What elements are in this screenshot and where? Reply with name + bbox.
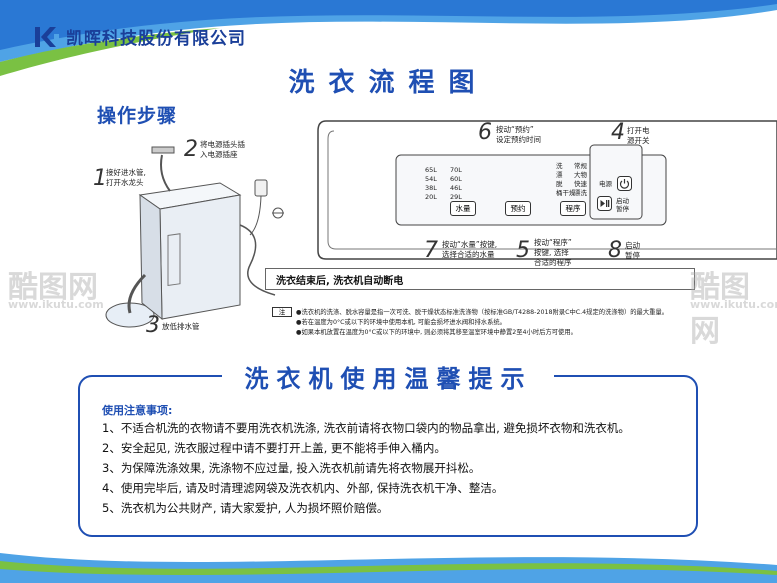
- step-3-number: 3: [146, 313, 160, 338]
- start-pause-button-icon[interactable]: [597, 196, 612, 211]
- top-swoosh-decoration: [0, 0, 777, 76]
- watermark-logo: 酷图网: [8, 270, 98, 305]
- step-6-number: 6: [478, 120, 492, 145]
- step-2-number: 2: [184, 137, 198, 162]
- step-2-text: 将电源插头插入电源插座: [200, 140, 245, 159]
- step-5-number: 5: [516, 238, 530, 263]
- note-tag: 注: [272, 307, 292, 317]
- bottom-swoosh-decoration: [0, 553, 777, 583]
- step-7-text: 按动“水量”按键,选择合适的水量: [442, 240, 498, 259]
- tips-title-background: [222, 363, 554, 387]
- tips-box: [78, 375, 698, 537]
- tip-item: 5、洗衣机为公共财产, 请大家爱护, 人为损坏照价赔偿。: [102, 501, 389, 515]
- step-1-number: 1: [93, 166, 107, 191]
- panel-program-col1: 洗漂脱桶干燥: [556, 162, 576, 197]
- step-4-number: 4: [611, 120, 625, 145]
- water-level-button[interactable]: 水量: [450, 201, 476, 216]
- company-name: 凯晖科技股份有限公司: [66, 29, 246, 49]
- note-line: ●若在温度为0°C或以下的环境中使用本机, 可能会损坏进水阀和排水系统。: [296, 319, 506, 326]
- step-6-text: 按动“预约”设定预约时间: [496, 125, 541, 144]
- tips-title: 洗衣机使用温馨提示: [244, 364, 533, 393]
- end-message: 洗衣结束后, 洗衣机自动断电: [265, 268, 695, 290]
- note-line: ●洗衣机的洗涤、脱水容量是指一次可洗、脱干燥状态标准洗涤物（按标准GB/T428…: [296, 309, 669, 316]
- step-5-text: 按动“程序”按键, 选择合适的程序: [534, 238, 572, 267]
- tip-item: 3、为保障洗涤效果, 洗涤物不应过量, 投入洗衣机前请先将衣物展开抖松。: [102, 461, 481, 475]
- start-pause-label: 启动暂停: [616, 197, 629, 213]
- reserve-button[interactable]: 预约: [505, 201, 531, 216]
- watermark-logo: 酷图网: [690, 270, 750, 349]
- steps-heading: 操作步骤: [97, 105, 178, 127]
- step-8-text: 启动暂停: [625, 241, 640, 260]
- tip-item: 1、不适合机洗的衣物请不要用洗衣机洗涤, 洗衣前请将衣物口袋内的物品拿出, 避免…: [102, 421, 630, 435]
- washing-machine-illustration: [105, 146, 284, 328]
- note-section: 注 ●洗衣机的洗涤、脱水容量是指一次可洗、脱干燥状态标准洗涤物（按标准GB/T4…: [272, 305, 712, 337]
- power-button-icon[interactable]: [617, 176, 632, 191]
- tips-subtitle: 使用注意事项:: [102, 404, 173, 417]
- program-button[interactable]: 程序: [560, 201, 586, 216]
- watermark-url: www.ikutu.com: [690, 298, 777, 311]
- power-label: 电源: [599, 180, 612, 188]
- tip-item: 2、安全起见, 洗衣服过程中请不要打开上盖, 更不能将手伸入桶内。: [102, 441, 446, 455]
- tip-item: 4、使用完毕后, 请及时清理滤网袋及洗衣机内、外部, 保持洗衣机干净、整洁。: [102, 481, 504, 495]
- company-header: 凯晖科技股份有限公司: [34, 24, 246, 49]
- step-1-text: 接好进水管,打开水龙头: [106, 168, 146, 187]
- page-title: 洗衣流程图: [288, 68, 489, 98]
- watermark-url: www.ikutu.com: [8, 298, 104, 311]
- step-3-text: 放低排水管: [162, 322, 200, 331]
- note-line: ●如果本机放置在温度为0°C或以下的环境中, 则必须将其移至温室环境中静置2至4…: [296, 329, 577, 336]
- company-logo-icon: [35, 26, 59, 47]
- panel-program-col2: 常规大物快速漂洗: [574, 162, 587, 197]
- step-7-number: 7: [424, 238, 438, 263]
- step-4-text: 打开电源开关: [627, 126, 650, 145]
- step-8-number: 8: [608, 238, 622, 263]
